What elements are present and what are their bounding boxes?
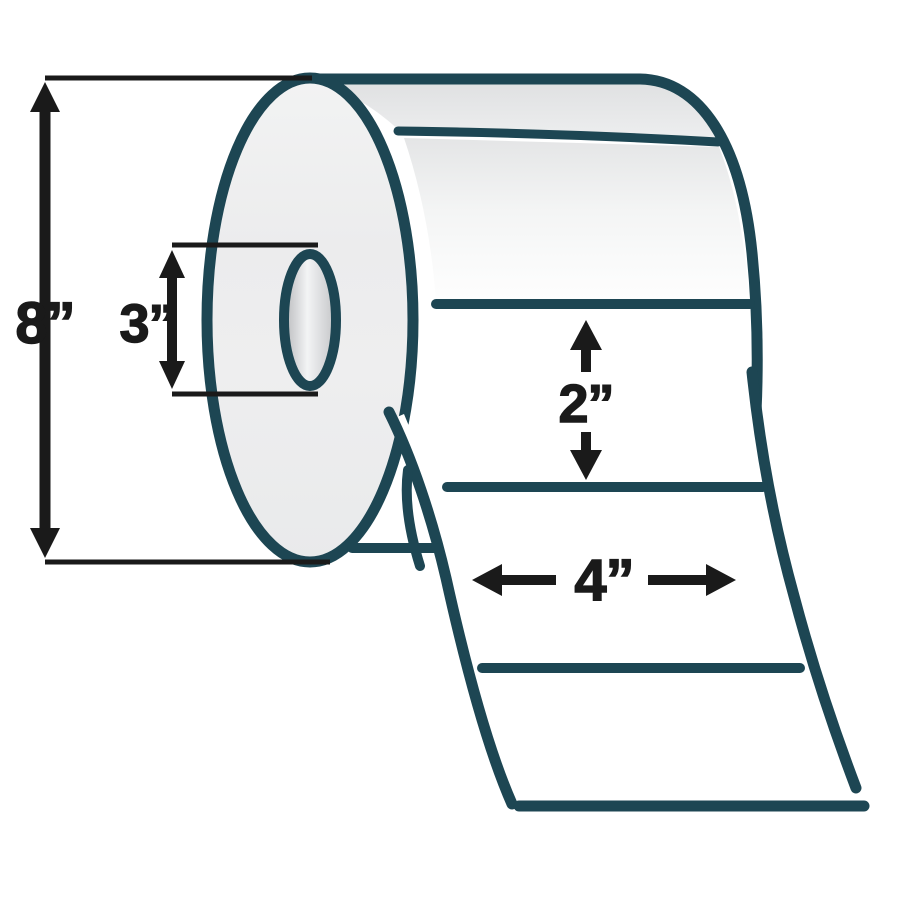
arrowhead-up-8in [30,82,60,112]
dimension-outer-diameter: 8” [15,75,330,565]
arrowhead-down-8in [30,528,60,558]
arrowhead-down-3in [159,361,185,389]
unwinding-web-outline [347,366,870,812]
roll-core-hole-ellipse [279,249,341,391]
arrowhead-down-2in [570,450,602,480]
dimension-label-outer-diameter: 8” [15,291,74,356]
dimension-label-width: 4” [472,547,736,614]
dimension-label-label-height: 2” [558,374,613,434]
arrowhead-up-2in [570,320,602,350]
dimension-label-height: 2” [558,320,615,480]
label-roll-illustration [201,72,870,812]
arrowhead-left-4in [472,564,502,596]
roll-top-edge-strip [311,79,717,142]
dimension-label-label-width: 4” [574,548,633,613]
dimension-core-diameter: 3” [119,242,318,397]
roll-side-face [201,72,419,568]
arrowhead-right-4in [706,564,736,596]
arrowhead-up-3in [159,250,185,278]
dimension-label-core-diameter: 3” [119,294,174,354]
roll-drum-first-label [404,138,749,302]
